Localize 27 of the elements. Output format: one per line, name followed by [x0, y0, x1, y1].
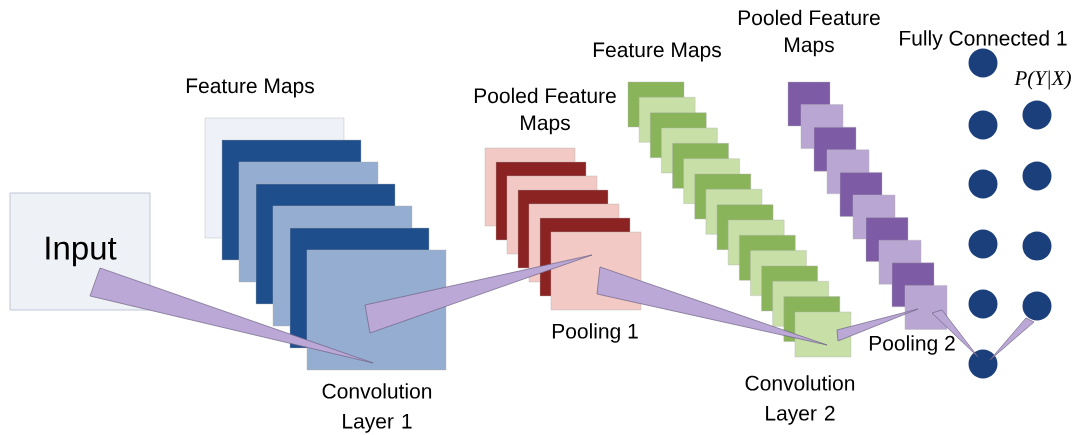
layer-heading: Fully Connected 1 — [900, 30, 1067, 50]
layer-caption: Convolution Layer 2 — [745, 375, 855, 425]
funnel-connector — [596, 266, 828, 346]
neuron-circle — [968, 48, 998, 78]
layer-caption: Pooling 2 — [869, 335, 955, 355]
funnel-connector — [364, 254, 593, 334]
neuron-circle — [1022, 161, 1052, 191]
input-box: Input — [9, 192, 151, 311]
neuron-circle — [1022, 100, 1052, 130]
neuron-circle — [1022, 291, 1052, 321]
neuron-circle — [1022, 231, 1052, 261]
stack-heading: Pooled Feature Maps — [474, 87, 616, 135]
stack-heading: Feature Maps — [593, 42, 721, 62]
layer-caption: Pooling 1 — [552, 323, 638, 343]
funnel-connector — [931, 309, 979, 358]
math-label: P(Y|X) — [1014, 70, 1071, 90]
funnel-connector — [989, 317, 1035, 361]
funnel-connector — [836, 308, 919, 342]
neuron-circle — [968, 110, 998, 140]
layer-caption: Convolution Layer 1 — [322, 383, 432, 433]
neuron-circle — [968, 349, 998, 379]
stack-heading: Feature Maps — [186, 78, 314, 98]
funnel-connector — [89, 267, 374, 364]
neuron-circle — [968, 169, 998, 199]
neuron-circle — [968, 229, 998, 259]
neuron-circle — [968, 289, 998, 319]
stack-heading: Pooled Feature Maps — [738, 9, 880, 57]
